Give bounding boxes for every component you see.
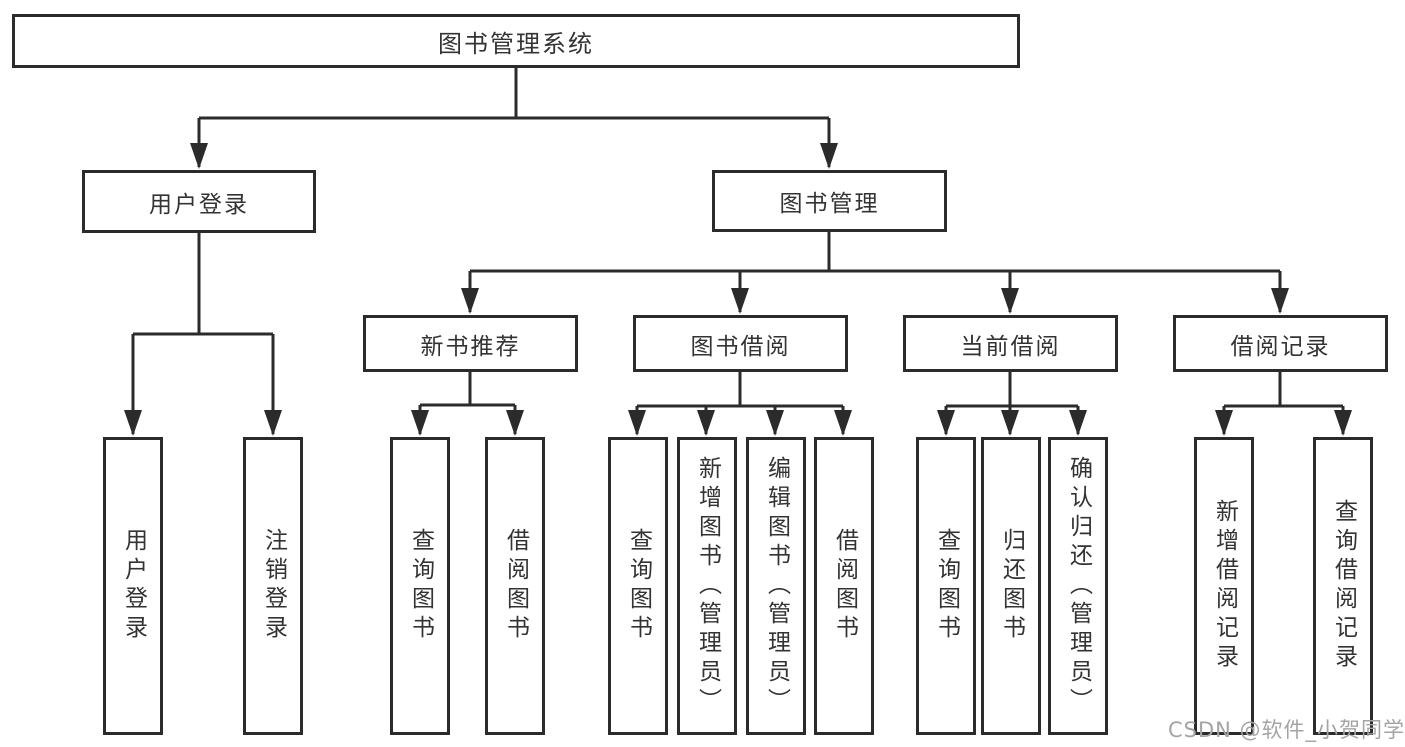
leaf-label: 用户登录	[120, 528, 147, 644]
connector-new-books	[411, 372, 524, 436]
node-book-management: 图书管理	[712, 170, 947, 232]
node-current-borrowing: 当前借阅	[903, 315, 1118, 372]
connector-book-management	[461, 232, 1289, 314]
leaf-query-books: 查询图书	[390, 437, 450, 735]
leaf-add-books-admin: 新增图书（管理员）	[677, 437, 737, 735]
leaf-label: 查询图书	[933, 528, 960, 644]
csdn-watermark: CSDN @软件_小贺同学	[1168, 718, 1405, 742]
leaf-label: 查询图书	[625, 528, 652, 644]
leaf-confirm-return-admin: 确认归还（管理员）	[1048, 437, 1108, 735]
leaf-borrow-books: 借阅图书	[814, 437, 874, 735]
connector-book-borrowing	[628, 372, 852, 436]
node-borrowing-records: 借阅记录	[1173, 315, 1388, 372]
connector-root	[190, 68, 838, 169]
leaf-logout: 注销登录	[243, 437, 303, 735]
leaf-return-books: 归还图书	[981, 437, 1041, 735]
node-new-book-recommendation: 新书推荐	[363, 315, 578, 372]
leaf-add-borrow-record: 新增借阅记录	[1194, 437, 1254, 735]
leaf-borrow-books: 借阅图书	[485, 437, 545, 735]
leaf-label: 新增图书（管理员）	[694, 455, 721, 717]
connector-borrow-records	[1215, 372, 1352, 436]
leaf-edit-books-admin: 编辑图书（管理员）	[746, 437, 806, 735]
leaf-query-books: 查询图书	[916, 437, 976, 735]
leaf-query-books: 查询图书	[608, 437, 668, 735]
leaf-user-login: 用户登录	[103, 437, 163, 735]
node-library-management-system: 图书管理系统	[12, 14, 1020, 68]
leaf-label: 查询借阅记录	[1330, 499, 1357, 673]
connector-current-borrowing	[937, 372, 1087, 436]
leaf-label: 确认归还（管理员）	[1065, 455, 1092, 717]
leaf-label: 新增借阅记录	[1211, 499, 1238, 673]
leaf-label: 借阅图书	[502, 528, 529, 644]
leaf-label: 编辑图书（管理员）	[763, 455, 790, 717]
node-book-borrowing: 图书借阅	[633, 315, 848, 372]
leaf-label: 借阅图书	[831, 528, 858, 644]
connector-user-login	[124, 233, 282, 436]
leaf-label: 归还图书	[998, 528, 1025, 644]
node-user-login: 用户登录	[82, 170, 316, 233]
leaf-label: 查询图书	[407, 528, 434, 644]
leaf-label: 注销登录	[260, 528, 287, 644]
leaf-query-borrow-record: 查询借阅记录	[1313, 437, 1373, 735]
